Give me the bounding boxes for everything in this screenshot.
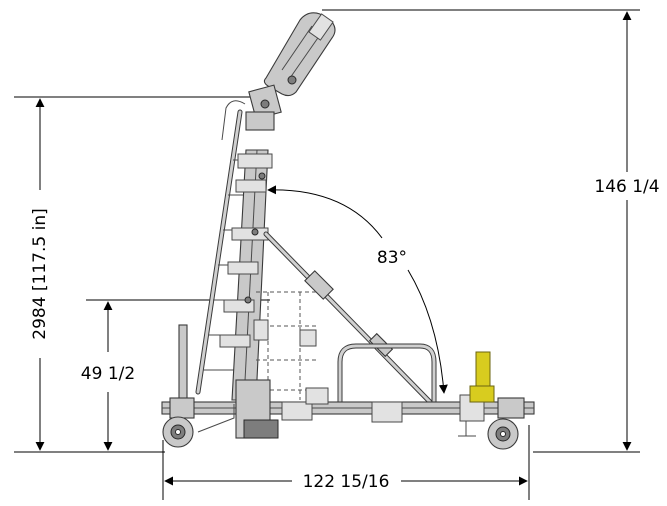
mast-bracket-3 <box>231 227 269 241</box>
deck-frame <box>161 379 535 439</box>
ladder-foot <box>197 404 235 433</box>
angle-arc-upper <box>267 185 383 239</box>
top-arm-pivot <box>287 75 297 85</box>
mast-cart-assembly <box>161 12 535 450</box>
caster-left <box>162 397 195 448</box>
yellow-block <box>469 351 495 403</box>
left-post <box>178 324 188 404</box>
joint-collar <box>245 111 275 131</box>
length-dimension: 122 15/16 <box>162 425 530 500</box>
mast-bracket-1 <box>237 153 273 169</box>
diagonal-strut <box>263 231 433 405</box>
deck-box-2 <box>371 401 403 423</box>
strut-cylinder <box>304 270 334 300</box>
mast-height-dimension: 2984 [117.5 in] <box>14 96 250 453</box>
length-label: 122 15/16 <box>303 472 390 492</box>
deck-box-1 <box>281 401 313 421</box>
yellow-block-base <box>469 385 495 403</box>
mast-height-label: 2984 [117.5 in] <box>30 208 50 340</box>
mast-bracket-2 <box>235 179 267 193</box>
caster-right <box>487 397 525 450</box>
deck-hoop <box>337 343 437 405</box>
deck-height-label: 49 1/2 <box>81 364 135 384</box>
mast-bracket-4 <box>227 261 259 275</box>
angle-dimension: 83° <box>267 185 448 394</box>
hidden-lines <box>253 291 318 400</box>
caster-left-mount <box>169 397 195 419</box>
mast-top-joint <box>245 84 282 131</box>
angle-label: 83° <box>377 248 407 268</box>
caster-right-mount <box>497 397 525 419</box>
deck-fitting <box>305 387 329 405</box>
ladder-top-hook <box>221 100 246 141</box>
angle-arc-lower <box>407 269 448 394</box>
mast-bracket-6 <box>219 334 251 348</box>
deck-height-dimension: 49 1/2 <box>81 299 270 451</box>
overall-height-label: 146 1/4 <box>594 177 659 197</box>
joint-bolt <box>260 99 270 109</box>
mechanism-block <box>253 319 269 341</box>
overall-height-dimension: 146 1/4 <box>322 9 660 453</box>
base-motor <box>243 419 279 439</box>
yellow-block-upper <box>475 351 491 391</box>
top-arm-detail <box>281 25 323 79</box>
top-arm-cap <box>308 13 334 41</box>
top-arm <box>263 12 336 97</box>
